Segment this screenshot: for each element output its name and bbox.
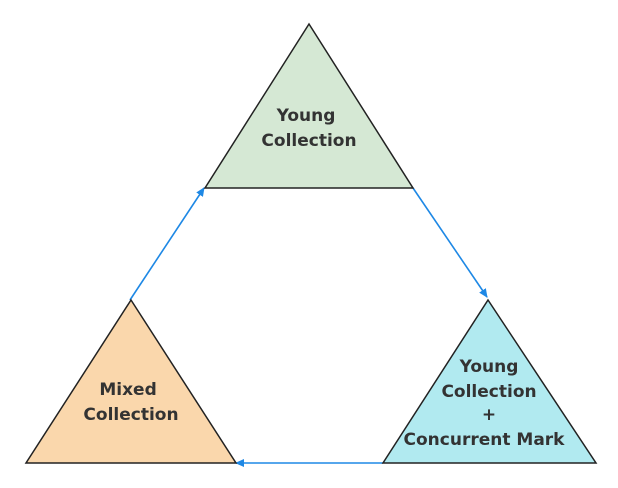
young-collection-concurrent-mark-label-line: Young (459, 357, 519, 377)
young-collection-concurrent-mark-triangle (381, 298, 598, 464)
node-young-collection: Young Collection (203, 22, 415, 189)
young-collection-concurrent-mark-label-line: Collection (441, 382, 536, 402)
mixed-collection-label: Mixed Collection (83, 380, 178, 425)
mixed-collection-triangle (24, 298, 238, 464)
young-collection-label-line: Collection (261, 131, 356, 151)
young-collection-concurrent-mark-label: Young Collection + Concurrent Mark (404, 357, 566, 450)
edge-mixed-to-young (129, 187, 205, 301)
mixed-collection-label-line: Mixed (99, 380, 156, 400)
edge-young-to-young-mark (412, 187, 488, 298)
mixed-collection-label-line: Collection (83, 405, 178, 425)
node-mixed-collection: Mixed Collection (24, 298, 238, 464)
young-collection-concurrent-mark-label-line: + (482, 405, 496, 425)
young-collection-label-line: Young (276, 106, 336, 126)
node-young-collection-concurrent-mark: Young Collection + Concurrent Mark (381, 298, 598, 464)
young-collection-label: Young Collection (261, 106, 356, 151)
young-collection-triangle (203, 22, 415, 189)
young-collection-concurrent-mark-label-line: Concurrent Mark (404, 430, 566, 450)
